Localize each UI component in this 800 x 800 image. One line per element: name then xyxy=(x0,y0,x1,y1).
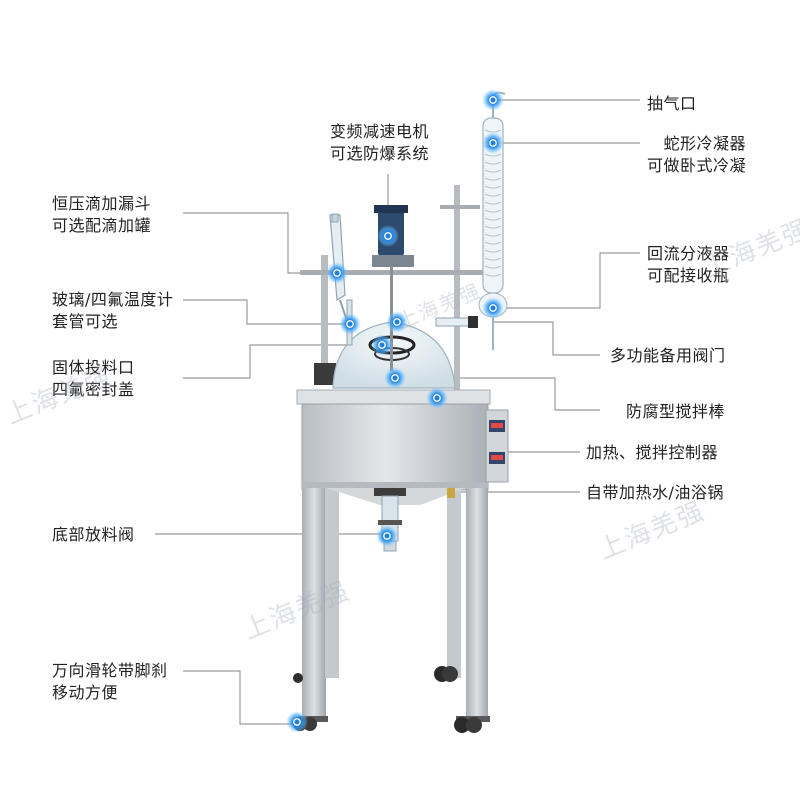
label-feed-port: 固体投料口 四氟密封盖 xyxy=(52,357,135,401)
label-stir-rod: 防腐型搅拌棒 xyxy=(626,401,725,423)
display-bottom-led xyxy=(491,455,503,460)
label-stir-rod-text: 防腐型搅拌棒 xyxy=(626,402,726,421)
leg-back-right xyxy=(447,488,461,678)
leg-front-right xyxy=(466,488,488,718)
label-feed-port-line1: 固体投料口 xyxy=(52,358,135,377)
clamp xyxy=(314,363,336,385)
leader-dropping-funnel xyxy=(183,212,337,274)
label-coil-condenser-line1: 蛇形冷凝器 xyxy=(663,134,747,153)
label-bottom-valve-text: 底部放料阀 xyxy=(52,525,135,544)
label-vacuum-port: 抽气口 xyxy=(647,93,697,115)
label-controller-text: 加热、搅拌控制器 xyxy=(586,443,719,462)
label-bottom-valve: 底部放料阀 xyxy=(52,524,135,546)
callout-marker-reflux-core xyxy=(489,304,497,312)
label-multi-valve: 多功能备用阀门 xyxy=(610,345,726,367)
leg-front-left xyxy=(302,488,326,718)
label-vacuum-port-text: 抽气口 xyxy=(647,94,697,113)
callout-marker-bath-core xyxy=(433,394,441,402)
label-motor: 变频减速电机 可选防爆系统 xyxy=(330,121,429,165)
leg-back-left xyxy=(325,488,339,678)
right-support-rod xyxy=(454,185,460,390)
callout-marker-stir-rod-core xyxy=(391,374,399,382)
callout-marker-dropping-funnel-core xyxy=(333,269,341,277)
label-reflux-line1: 回流分液器 xyxy=(647,244,730,263)
caster-back-left xyxy=(293,673,303,683)
label-bath: 自带加热水/油浴锅 xyxy=(586,482,724,504)
label-multi-valve-text: 多功能备用阀门 xyxy=(610,346,726,365)
callout-marker-feed-port-core xyxy=(378,341,386,349)
callout-marker-multi-valve-core xyxy=(393,318,401,326)
label-casters-line2: 移动方便 xyxy=(52,683,119,702)
callout-marker-thermometer-core xyxy=(346,320,354,328)
bath-body xyxy=(301,403,489,491)
caster-front-right xyxy=(454,716,490,733)
callout-markers xyxy=(286,89,504,733)
label-thermometer: 玻璃/四氟温度计 套管可选 xyxy=(52,289,173,333)
callout-marker-casters-core xyxy=(293,718,301,726)
bath-drain xyxy=(447,488,455,498)
callout-marker-vacuum-port-core xyxy=(489,96,497,104)
leader-reflux xyxy=(493,252,640,309)
label-casters-line1: 万向滑轮带脚刹 xyxy=(52,661,168,680)
label-bath-text: 自带加热水/油浴锅 xyxy=(586,483,724,502)
label-controller: 加热、搅拌控制器 xyxy=(586,442,718,464)
label-coil-condenser: 蛇形冷凝器 可做卧式冷凝 xyxy=(647,133,746,177)
label-motor-line1: 变频减速电机 xyxy=(330,122,430,141)
callout-marker-motor-core xyxy=(384,232,392,240)
dropping-funnel xyxy=(329,214,346,302)
cross-bar-2 xyxy=(440,205,480,209)
motor-cap xyxy=(374,205,408,213)
leader-feed-port xyxy=(183,344,382,379)
label-dropping-funnel: 恒压滴加漏斗 可选配滴加罐 xyxy=(52,193,151,237)
motor-mount xyxy=(372,255,414,267)
label-thermometer-line2: 套管可选 xyxy=(52,312,119,331)
leader-multi-valve xyxy=(493,321,600,356)
discharge-valve-flange xyxy=(374,488,406,496)
label-thermometer-line1: 玻璃/四氟温度计 xyxy=(52,290,174,309)
caster-back-right xyxy=(434,666,458,682)
label-dropping-funnel-line1: 恒压滴加漏斗 xyxy=(52,194,152,213)
label-dropping-funnel-line2: 可选配滴加罐 xyxy=(52,216,152,235)
reactor-frame xyxy=(293,185,509,733)
bath-top-plate xyxy=(296,389,491,405)
leader-casters xyxy=(183,670,295,725)
bath-bottom-trim xyxy=(302,482,488,490)
left-support-rod xyxy=(321,255,328,385)
callout-marker-bottom-valve-core xyxy=(383,532,391,540)
label-coil-condenser-line2: 可做卧式冷凝 xyxy=(647,156,747,175)
leader-stir-rod xyxy=(395,377,600,411)
label-casters: 万向滑轮带脚刹 移动方便 xyxy=(52,660,168,704)
display-top-led xyxy=(491,423,503,428)
label-reflux: 回流分液器 可配接收瓶 xyxy=(647,243,730,287)
label-reflux-line2: 可配接收瓶 xyxy=(647,266,730,285)
label-motor-line2: 可选防爆系统 xyxy=(330,144,430,163)
callout-marker-coil-condenser-core xyxy=(489,139,497,147)
label-feed-port-line2: 四氟密封盖 xyxy=(52,380,135,399)
leader-thermometer xyxy=(183,299,350,325)
